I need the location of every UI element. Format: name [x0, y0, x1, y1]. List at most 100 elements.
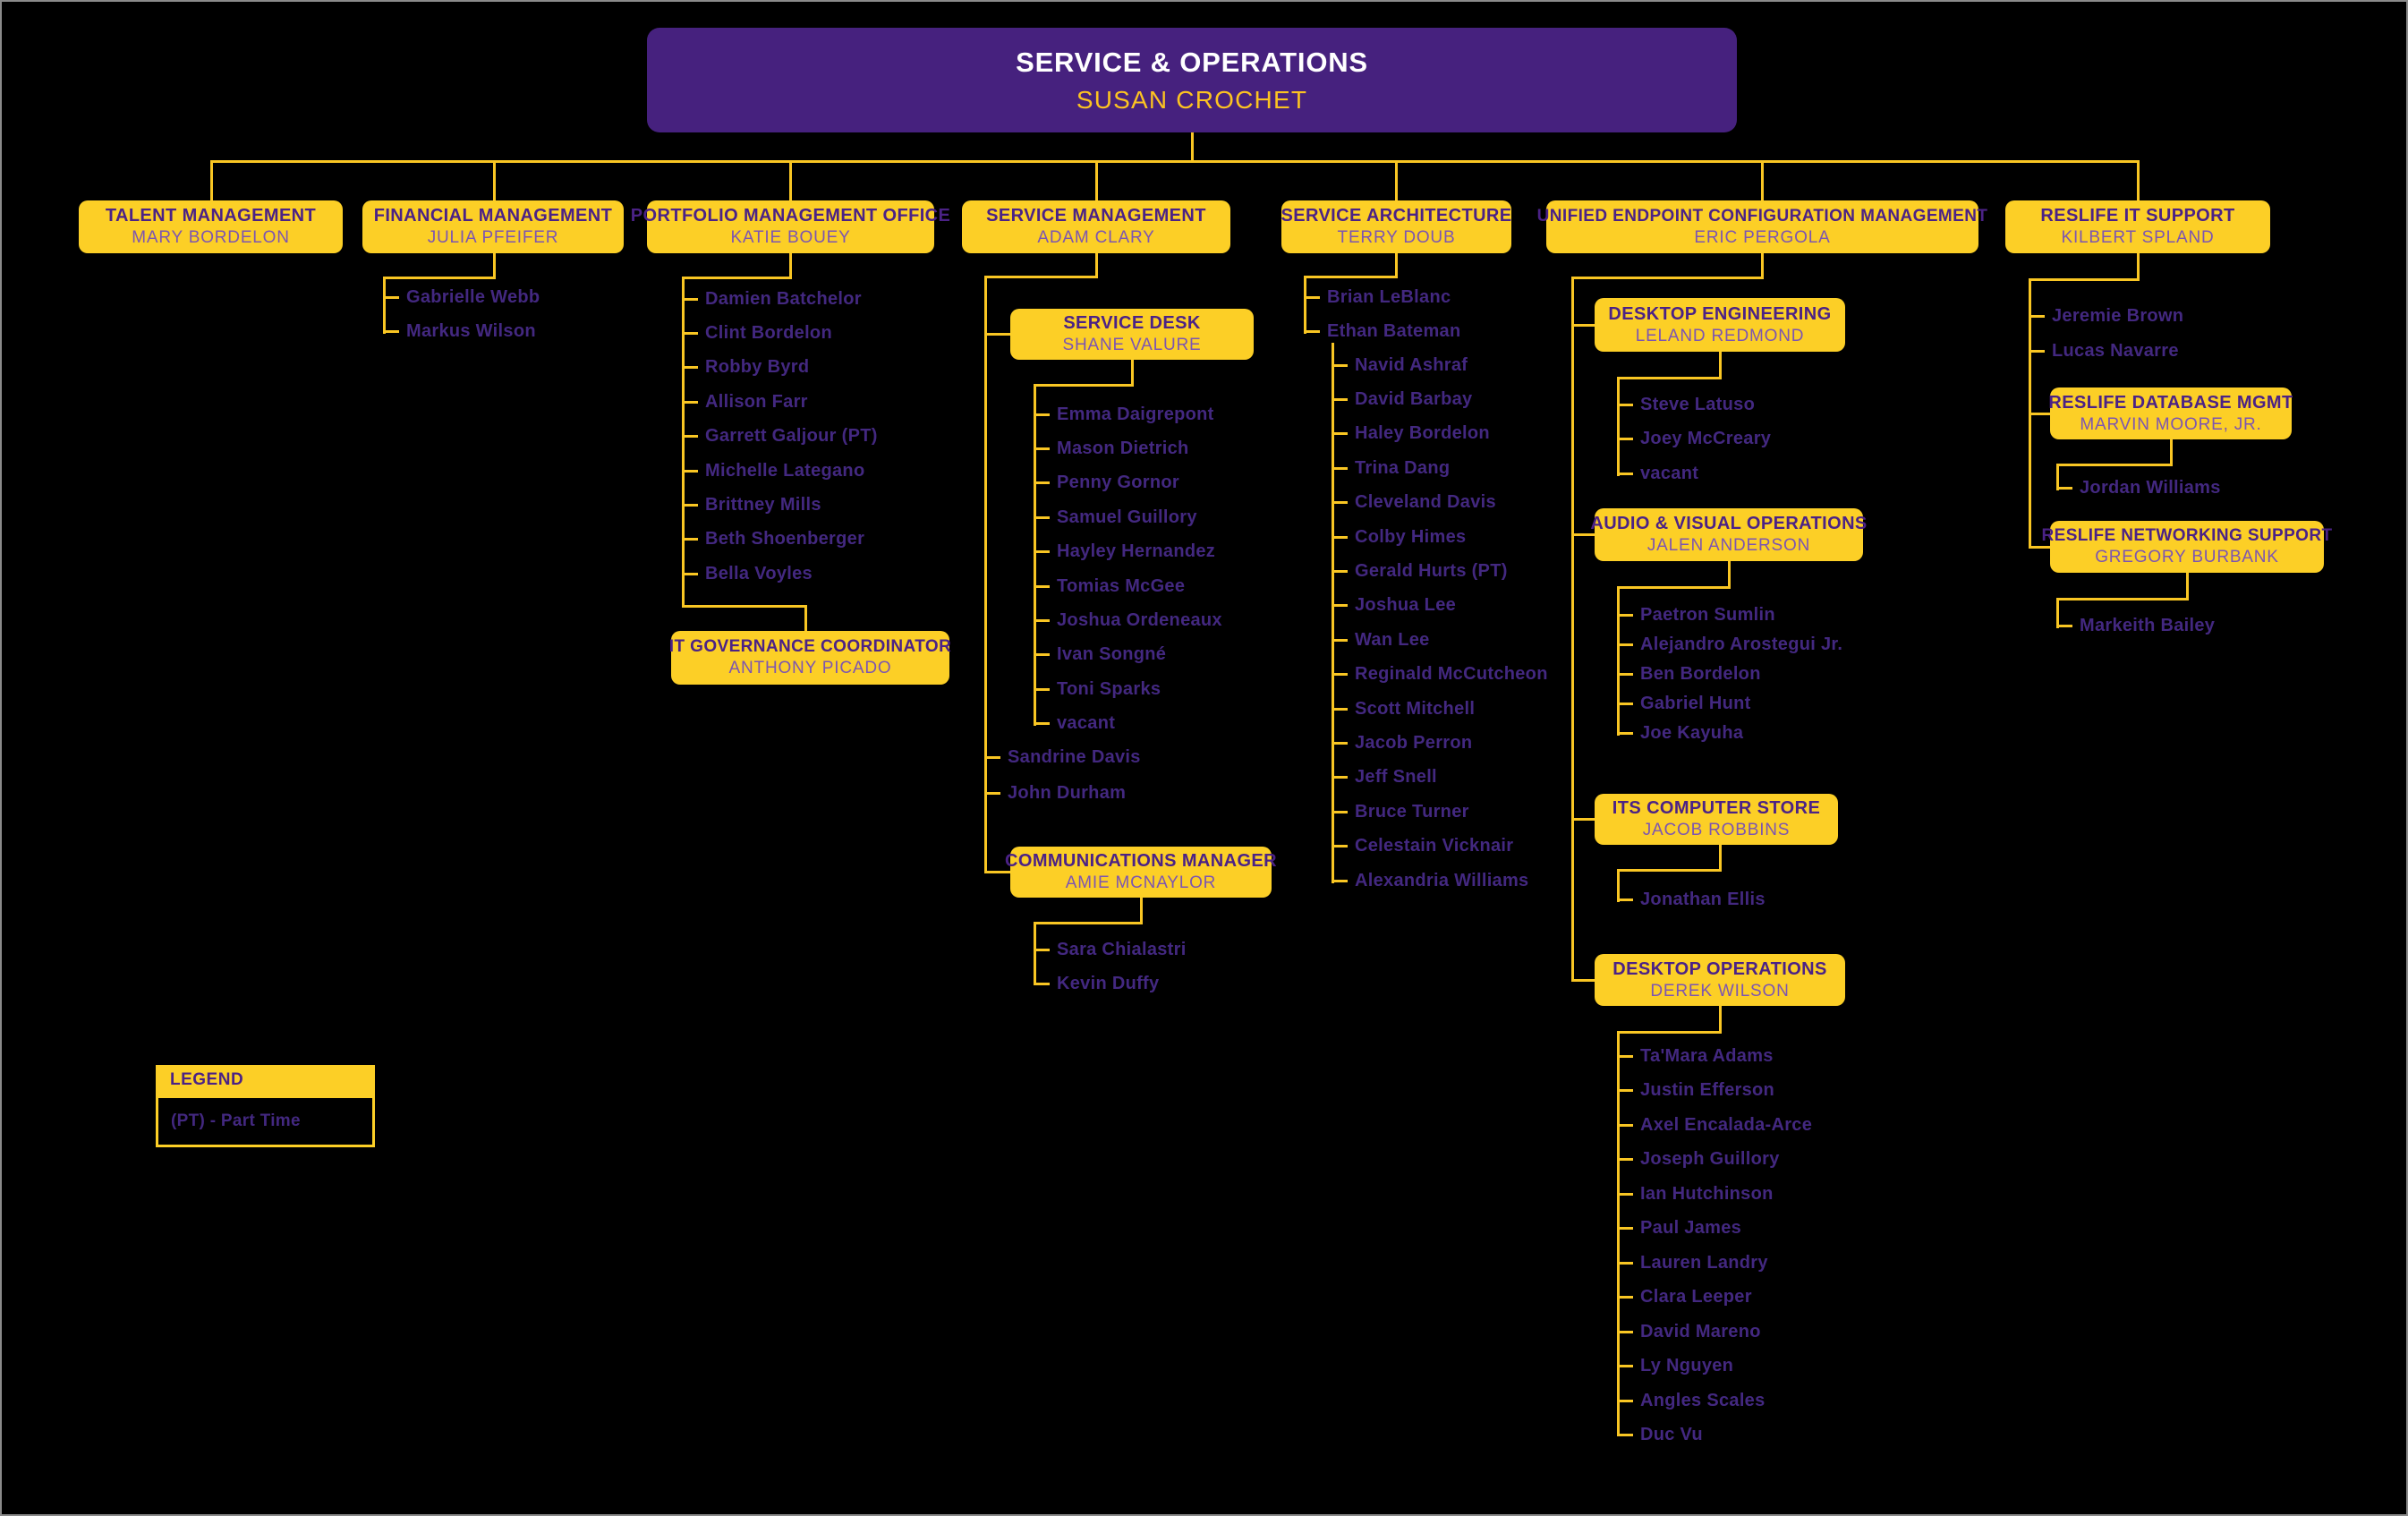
- unit-title: AUDIO & VISUAL OPERATIONS: [1590, 514, 1868, 534]
- staff-name: Hayley Hernandez: [1034, 535, 1222, 569]
- staff-name: Samuel Guillory: [1034, 500, 1222, 534]
- staff-name: Ian Hutchinson: [1616, 1177, 1812, 1212]
- connector-line: [1395, 253, 1398, 276]
- unit-title: IT GOVERNANCE COORDINATOR: [668, 637, 952, 657]
- staff-name: Joe Kayuha: [1616, 719, 1842, 748]
- staff-name: Ben Bordelon: [1616, 660, 1842, 689]
- connector-line: [1095, 253, 1098, 276]
- connector-line: [1761, 160, 1764, 200]
- connector-line: [682, 277, 685, 608]
- connector-line: [1719, 352, 1722, 377]
- connector-line: [1571, 277, 1764, 279]
- staff-name: Clara Leeper: [1616, 1281, 1812, 1316]
- staff-name: Sandrine Davis: [984, 739, 1141, 775]
- connector-line: [2029, 546, 2050, 549]
- networking-support-staff-list: Markeith Bailey: [2055, 609, 2215, 643]
- staff-name: Emma Daigrepont: [1034, 397, 1222, 431]
- unit-lead-name: LELAND REDMOND: [1635, 326, 1805, 345]
- connector-line: [2056, 464, 2059, 490]
- staff-name: Jonathan Ellis: [1617, 882, 1766, 917]
- connector-line: [1571, 979, 1595, 982]
- dept-box-talent-management: TALENT MANAGEMENT MARY BORDELON: [79, 200, 343, 253]
- unit-lead-name: AMIE MCNAYLOR: [1065, 873, 1217, 893]
- connector-line: [984, 333, 1010, 336]
- connector-line: [1191, 132, 1194, 160]
- connector-line: [1034, 384, 1134, 387]
- staff-name: Ivan Songné: [1034, 638, 1222, 672]
- root-title: SERVICE & OPERATIONS: [1016, 47, 1368, 79]
- staff-name: Bella Voyles: [682, 557, 878, 591]
- staff-name: Axel Encalada-Arce: [1616, 1108, 1812, 1143]
- staff-name: Mason Dietrich: [1034, 431, 1222, 465]
- staff-name: Allison Farr: [682, 385, 878, 419]
- staff-name: Garrett Galjour (PT): [682, 420, 878, 454]
- connector-line: [984, 871, 1011, 873]
- dept-title: SERVICE MANAGEMENT: [986, 206, 1206, 226]
- dept-lead-name: KILBERT SPLAND: [2061, 228, 2215, 248]
- staff-name: Duc Vu: [1616, 1418, 1812, 1453]
- staff-name: Brittney Mills: [682, 488, 878, 522]
- dept-lead-name: JULIA PFEIFER: [427, 228, 559, 248]
- connector-line: [210, 160, 2140, 163]
- staff-name: Brian LeBlanc: [1304, 280, 1461, 315]
- root-lead-name: SUSAN CROCHET: [1076, 85, 1308, 114]
- staff-name: Markus Wilson: [382, 315, 540, 350]
- staff-name: Ly Nguyen: [1616, 1350, 1812, 1384]
- connector-line: [682, 605, 807, 608]
- staff-name: Tomias McGee: [1034, 569, 1222, 603]
- dept-title: UNIFIED ENDPOINT CONFIGURATION MANAGEMEN…: [1536, 206, 1988, 226]
- staff-name: Colby Himes: [1332, 520, 1548, 554]
- unit-lead-name: JACOB ROBBINS: [1642, 821, 1791, 840]
- connector-line: [2186, 573, 2189, 598]
- staff-name: Reginald McCutcheon: [1332, 658, 1548, 692]
- staff-name: Michelle Lategano: [682, 454, 878, 488]
- staff-name: Cleveland Davis: [1332, 486, 1548, 520]
- staff-name: Bruce Turner: [1332, 795, 1548, 829]
- staff-name: Jordan Williams: [2056, 471, 2221, 506]
- connector-line: [1761, 253, 1764, 277]
- staff-name: Haley Bordelon: [1332, 417, 1548, 451]
- dept-lead-name: MARY BORDELON: [132, 228, 290, 248]
- connector-line: [1034, 922, 1036, 985]
- unit-title: SERVICE DESK: [1063, 313, 1201, 334]
- staff-name: Scott Mitchell: [1332, 692, 1548, 726]
- connector-line: [1719, 845, 1722, 869]
- legend-title: LEGEND: [170, 1070, 244, 1089]
- connector-line: [2137, 253, 2140, 278]
- staff-name: Navid Ashraf: [1332, 348, 1548, 382]
- connector-line: [1617, 869, 1620, 902]
- staff-name: Gabriel Hunt: [1616, 689, 1842, 719]
- connector-line: [1617, 869, 1722, 872]
- dept-box-financial-management: FINANCIAL MANAGEMENT JULIA PFEIFER: [362, 200, 624, 253]
- dept-title: FINANCIAL MANAGEMENT: [373, 206, 613, 226]
- staff-name: Joey McCreary: [1616, 422, 1771, 457]
- staff-name: Alejandro Arostegui Jr.: [1616, 630, 1842, 660]
- connector-line: [1617, 586, 1731, 589]
- staff-name: Paul James: [1616, 1212, 1812, 1247]
- staff-name: John Durham: [984, 775, 1141, 811]
- connector-line: [1095, 160, 1098, 200]
- connector-line: [1617, 377, 1620, 476]
- dept-title: PORTFOLIO MANAGEMENT OFFICE: [630, 206, 951, 226]
- staff-name: Steve Latuso: [1616, 388, 1771, 422]
- dept-box-portfolio-management-office: PORTFOLIO MANAGEMENT OFFICE KATIE BOUEY: [631, 200, 950, 253]
- connector-line: [2137, 160, 2140, 200]
- connector-line: [984, 276, 1098, 278]
- staff-name: Lauren Landry: [1616, 1246, 1812, 1281]
- legend-header: LEGEND: [156, 1065, 375, 1095]
- staff-name: Joseph Guillory: [1616, 1143, 1812, 1178]
- connector-line: [1719, 1006, 1722, 1031]
- connector-line: [210, 160, 213, 200]
- connector-line: [2056, 464, 2173, 466]
- unit-lead-name: ANTHONY PICADO: [728, 659, 892, 677]
- unit-title: COMMUNICATIONS MANAGER: [1005, 851, 1277, 872]
